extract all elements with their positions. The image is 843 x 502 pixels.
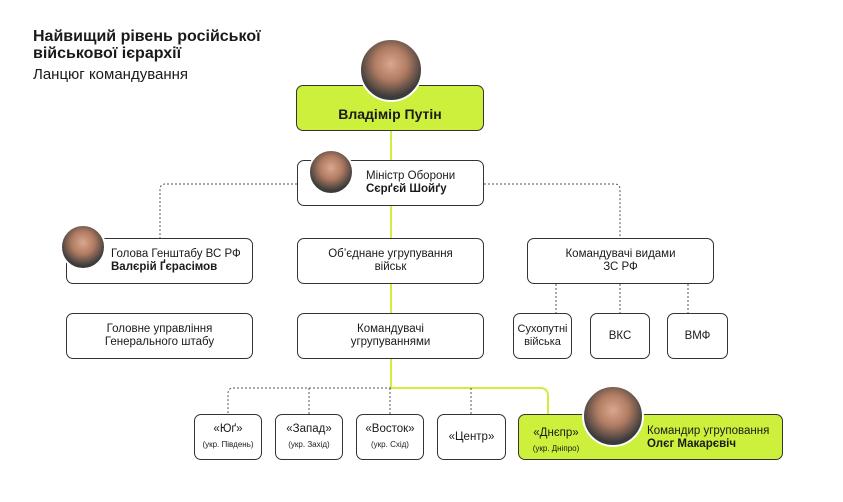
dnepr-cmd-role: Командир угруповання <box>647 425 770 437</box>
node-group-west: «Запад» (укр. Захід) <box>275 414 343 460</box>
branches-label: Командувачі видами ЗС РФ <box>565 248 676 273</box>
putin-photo <box>359 38 423 102</box>
putin-name: Владімір Путін <box>338 105 442 122</box>
node-group-east: «Восток» (укр. Схід) <box>356 414 424 460</box>
node-group-commanders: Командувачі угрупуваннями <box>297 313 484 359</box>
node-vks: ВКС <box>590 313 650 359</box>
node-group-dnepr: «Днєпр» (укр. Дніпро) Командир угрупованн… <box>518 414 783 460</box>
group-name: «Днєпр» <box>533 427 579 439</box>
dotted-connector <box>159 183 689 414</box>
page-title: Найвищий рівень російської військової іє… <box>33 28 261 62</box>
node-general-staff: Головне управління Генерального штабу <box>66 313 253 359</box>
gerasimov-role: Голова Генштабу ВС РФ <box>111 248 241 260</box>
group-sub: (укр. Південь) <box>202 440 254 449</box>
solid-connector <box>390 130 549 414</box>
page-subtitle: Ланцюг командування <box>33 66 189 83</box>
node-joint-group: Об’єднане угрупування військ <box>297 238 484 284</box>
group-name: «Запад» <box>286 423 332 435</box>
gs-label: Головне управління Генерального штабу <box>104 323 215 348</box>
group-name: «Восток» <box>365 423 415 435</box>
group-name: «Центр» <box>448 430 495 443</box>
gerasimov-photo <box>60 224 106 270</box>
shoigu-role: Міністр Оборони <box>366 170 456 182</box>
shoigu-photo <box>308 149 354 195</box>
joint-label: Об’єднане угрупування військ <box>328 248 453 273</box>
node-group-south: «Юґ» (укр. Південь) <box>194 414 262 460</box>
branch-label: ВМФ <box>684 329 711 342</box>
makarevich-photo <box>582 385 644 447</box>
branch-label: Сухопутні війська <box>517 323 568 348</box>
node-group-center: «Центр» <box>437 414 506 460</box>
group-name: «Юґ» <box>213 423 243 435</box>
group-sub: (укр. Схід) <box>371 440 409 449</box>
dnepr-cmd-name: Олєг Макарєвіч <box>647 438 737 450</box>
branch-label: ВКС <box>608 329 632 342</box>
gerasimov-name: Валєрій Ґєрасімов <box>111 261 218 273</box>
node-ground-forces: Сухопутні війська <box>513 313 572 359</box>
group-cmd-label: Командувачі угрупуваннями <box>350 323 431 348</box>
shoigu-name: Сєрґєй Шойґу <box>366 183 447 195</box>
node-vmf: ВМФ <box>667 313 728 359</box>
group-sub: (укр. Захід) <box>288 440 330 449</box>
group-sub: (укр. Дніпро) <box>532 444 580 453</box>
node-branch-commanders: Командувачі видами ЗС РФ <box>527 238 714 284</box>
